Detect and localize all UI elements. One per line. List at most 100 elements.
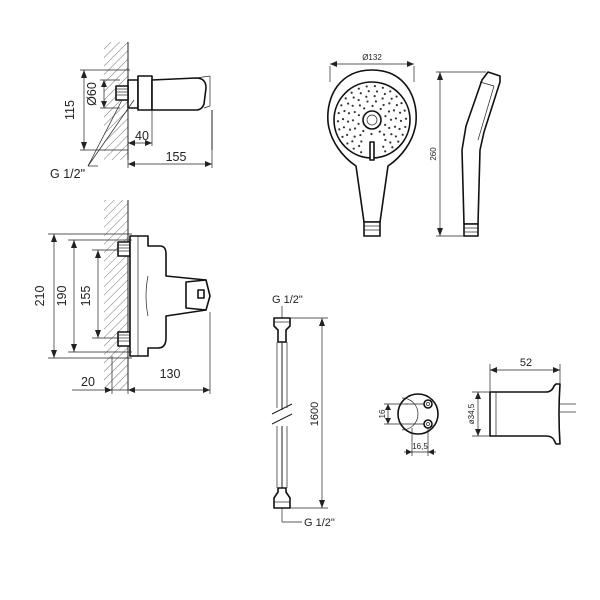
spray-nozzle (365, 85, 368, 88)
dim-width-130: 130 (160, 367, 181, 381)
spray-nozzle (365, 95, 368, 98)
spray-nozzle (387, 110, 391, 113)
fitting-block (127, 79, 139, 109)
spray-nozzle (403, 109, 406, 112)
spray-nozzle (384, 123, 387, 126)
spray-nozzle (359, 92, 362, 95)
spray-nozzle (390, 97, 393, 100)
spray-nozzle (389, 118, 393, 121)
spray-nozzle (360, 151, 363, 154)
dim-hole-spacing: 16 (378, 409, 387, 418)
shower-head-front: Ø132 (327, 53, 417, 237)
spray-nozzle (347, 102, 350, 105)
lever-side (151, 77, 207, 111)
spray-nozzle (351, 104, 354, 107)
hose-top-nut (273, 317, 291, 343)
spray-nozzle (338, 128, 341, 131)
spray-nozzle (391, 146, 394, 149)
spray-nozzle (375, 90, 379, 93)
spray-nozzle (397, 140, 400, 143)
spray-nozzle (378, 130, 381, 133)
spray-nozzle (363, 107, 366, 110)
inlet-thread (115, 85, 129, 101)
handle-connector (363, 221, 381, 237)
spray-nozzle (351, 119, 355, 122)
dim-holder-diameter: ø34,5 (467, 403, 476, 424)
upper-fitting (117, 241, 131, 257)
spray-nozzle (346, 133, 349, 137)
holder-profile (489, 383, 561, 445)
mode-slider (369, 141, 375, 161)
spray-nozzle (390, 133, 393, 136)
spray-nozzle (348, 128, 352, 131)
spray-nozzle (351, 140, 354, 143)
center-button (362, 110, 382, 130)
spray-nozzle (343, 109, 346, 113)
shower-head-side: 260 (429, 71, 501, 237)
spray-nozzle (357, 98, 360, 102)
spray-nozzle (352, 147, 355, 150)
wall-hatch (104, 42, 128, 160)
spray-nozzle (341, 118, 345, 121)
dim-depth-40: 40 (135, 129, 149, 143)
dim-hole-offset: 16,5 (412, 442, 428, 451)
spray-nozzle (357, 87, 360, 90)
spray-nozzle (395, 103, 398, 107)
dim-total-height-210: 210 (33, 286, 47, 307)
dim-hose-thread-bottom: G 1/2" (304, 517, 335, 529)
spray-nozzle (382, 103, 385, 107)
spray-nozzle (373, 85, 376, 88)
shower-hose: G 1/2" G 1/2" 1600 (271, 294, 335, 529)
spray-nozzle (381, 86, 384, 89)
spray-nozzle (340, 104, 343, 107)
spray-nozzle (384, 138, 387, 142)
screw-hole-top (423, 399, 433, 409)
spray-nozzle (384, 115, 387, 118)
dim-mid-height-190: 190 (55, 286, 69, 307)
lower-fitting (117, 331, 131, 347)
spray-nozzle (359, 133, 362, 137)
spray-nozzle (353, 127, 357, 130)
spray-nozzle (336, 120, 340, 123)
dim-height-115: 115 (63, 100, 77, 120)
spray-nozzle (347, 112, 351, 115)
spray-nozzle (399, 119, 403, 122)
spray-nozzle (367, 90, 370, 93)
spray-nozzle (394, 135, 397, 138)
spray-nozzle (400, 102, 403, 105)
dim-hose-length: 1600 (309, 402, 321, 426)
spray-nozzle (394, 117, 398, 120)
spray-nozzle (370, 132, 373, 136)
dim-diameter-60: Ø60 (85, 82, 99, 106)
spray-nozzle (366, 100, 369, 103)
spray-nozzle (398, 111, 402, 114)
screw-hole-bottom (423, 419, 433, 429)
spray-nozzle (389, 141, 392, 144)
spray-nozzle (381, 97, 384, 100)
spray-nozzle (373, 95, 376, 98)
mixer-body-side (137, 75, 153, 111)
spray-nozzle (353, 135, 356, 138)
spray-nozzle (398, 127, 401, 131)
hose-bottom-cone (273, 487, 291, 509)
spray-nozzle (371, 104, 374, 108)
dim-head-diameter: Ø132 (362, 53, 382, 62)
spray-nozzle (404, 125, 407, 129)
dim-wall-offset-20: 20 (81, 375, 95, 389)
spray-nozzle (360, 140, 363, 143)
shower-holder-side: ø34,5 52 (467, 357, 576, 445)
spray-nozzle (383, 92, 386, 96)
spray-nozzle (346, 120, 350, 123)
spray-nozzle (393, 125, 397, 128)
spray-nozzles (336, 85, 408, 154)
spray-nozzle (346, 142, 349, 145)
spray-nozzle (357, 122, 360, 125)
spray-nozzle (384, 150, 387, 153)
spray-nozzle (358, 144, 361, 148)
spray-nozzle (358, 104, 362, 107)
spray-nozzle (344, 97, 347, 100)
spray-nozzle (337, 111, 340, 115)
dim-hose-thread-top: G 1/2" (272, 294, 303, 306)
spray-nozzle (353, 110, 356, 114)
spray-nozzle (341, 135, 344, 138)
